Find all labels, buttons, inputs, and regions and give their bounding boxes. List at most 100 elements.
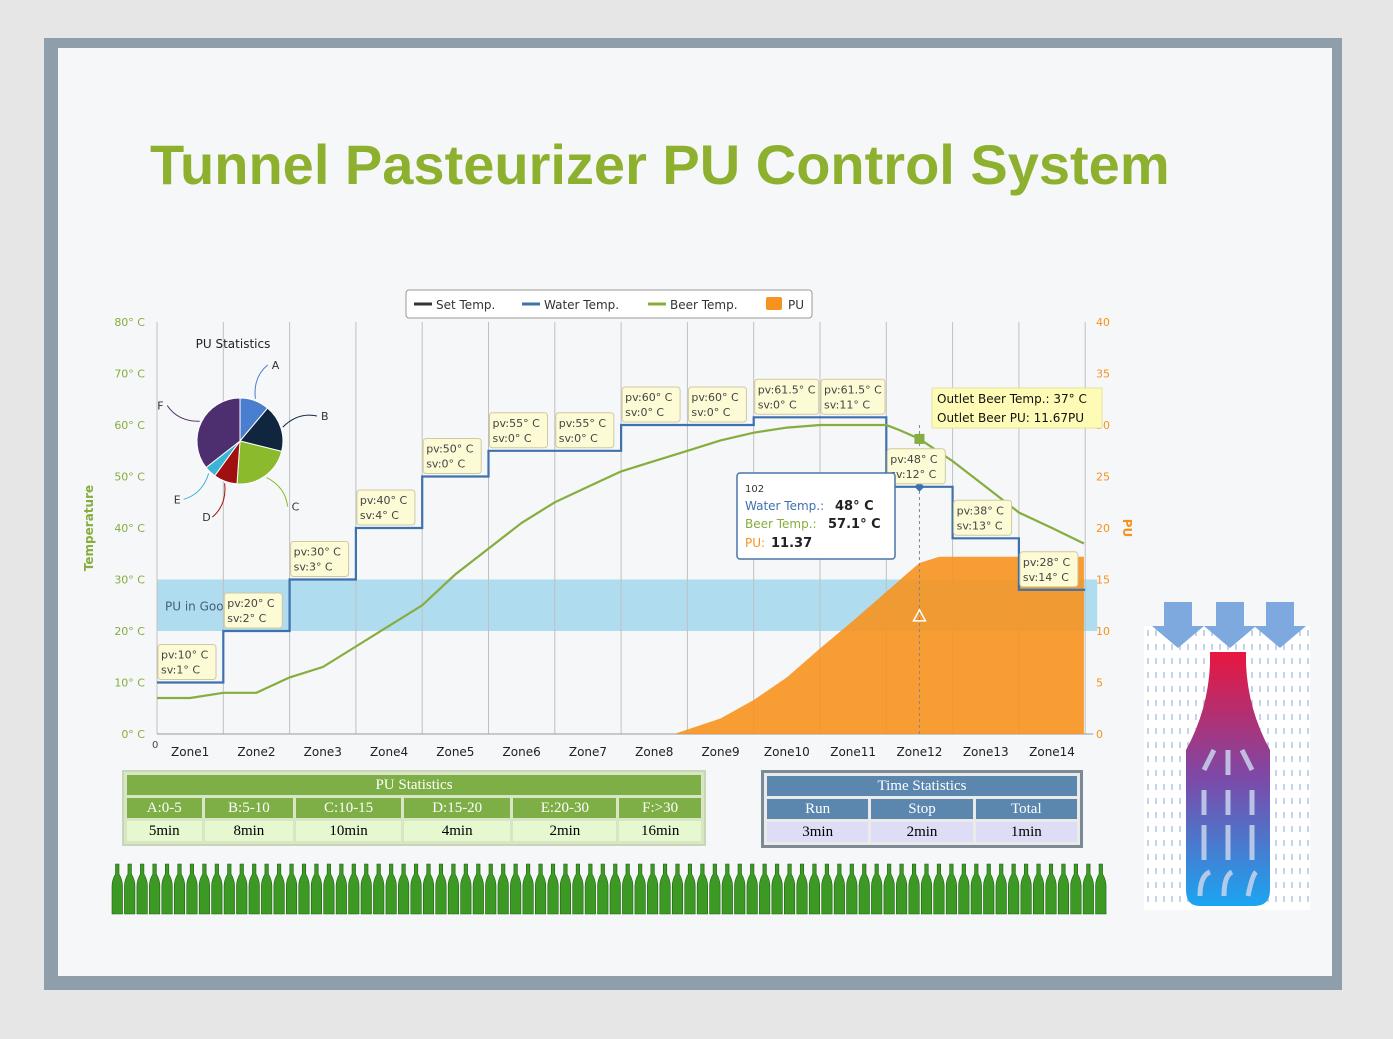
y-tick-label: 80° C	[114, 316, 145, 329]
tooltip-water-label: Water Temp.:	[745, 499, 824, 513]
x-tick-label: Zone7	[569, 745, 607, 759]
bottle-icon	[1057, 863, 1069, 915]
bottle-icon	[522, 863, 534, 915]
zone-sv-label: sv:3° C	[294, 561, 333, 574]
pu-stat-header: C:10-15	[296, 798, 401, 818]
y2-tick-label: 15	[1096, 574, 1110, 587]
bottle-icon	[995, 863, 1007, 915]
zone-pv-label: pv:10° C	[161, 649, 209, 662]
bottle-icon	[173, 863, 186, 915]
legend-label: Beer Temp.	[670, 298, 738, 312]
bottle-icon	[883, 863, 895, 915]
zone-label-box	[754, 378, 820, 415]
bottle-icon	[796, 863, 808, 915]
bottle-icon	[696, 863, 708, 915]
x-tick-label: Zone5	[436, 745, 474, 759]
bottle-icon	[1045, 863, 1057, 915]
bottle-icon	[647, 863, 659, 915]
y-tick-label: 50° C	[114, 471, 145, 484]
zone-label-box	[621, 386, 681, 423]
pu-area	[157, 556, 1084, 734]
bottle-icon	[410, 863, 422, 915]
bottle-icon	[385, 863, 397, 915]
pie-label: B	[321, 410, 329, 423]
y2-tick-label: 25	[1096, 471, 1110, 484]
time-stat-value: 3min	[767, 822, 869, 842]
x-tick-label: Zone13	[963, 745, 1009, 759]
bottle-icon	[958, 863, 970, 915]
pu-stat-value: 16min	[619, 821, 701, 841]
x-tick-label: Zone14	[1029, 745, 1075, 759]
bottle-icon	[721, 863, 733, 915]
x-tick-label: Zone11	[830, 745, 876, 759]
bottle-icon	[323, 863, 335, 915]
bottle-icon	[398, 863, 410, 915]
bottle-icon	[808, 863, 820, 915]
pu-stat-header: D:15-20	[403, 798, 511, 818]
beer-temp-marker	[914, 433, 925, 444]
bottle-icon	[634, 863, 646, 915]
bottle-icon	[945, 863, 957, 915]
pie-label: E	[174, 493, 181, 506]
bottle-icon	[709, 863, 721, 915]
zone-sv-label: sv:11° C	[824, 398, 870, 411]
bottle-icon	[223, 863, 235, 915]
down-arrows	[1152, 602, 1306, 648]
legend-label: Water Temp.	[544, 298, 619, 312]
y2-tick-label: 40	[1096, 316, 1110, 329]
zone-pv-label: pv:60° C	[625, 391, 673, 404]
pu-statistics-table: PU Statistics A:0-5 B:5-10 C:10-15 D:15-…	[122, 770, 706, 846]
x-tick-label: Zone12	[897, 745, 943, 759]
bottle-icon	[1020, 863, 1032, 915]
outlet-box	[931, 387, 1103, 429]
y2-tick-label: 10	[1096, 625, 1110, 638]
zone-label-box	[422, 438, 482, 474]
arrow-down-icon	[1254, 602, 1306, 648]
legend-label: Set Temp.	[436, 298, 495, 312]
zone-sv-label: sv:2° C	[227, 612, 266, 625]
bottle-icon	[1033, 863, 1045, 915]
y-tick-label: 10° C	[114, 677, 145, 690]
bottle-icon	[622, 863, 634, 915]
bottle-icon	[273, 863, 285, 915]
bottle-icon	[1070, 863, 1082, 915]
zone-sv-label: sv:13° C	[957, 519, 1003, 532]
bottle-icon	[846, 863, 858, 915]
pie-leader	[183, 473, 210, 500]
bottle-icon	[970, 863, 982, 915]
bottle-icon	[198, 863, 210, 915]
bottle-icon	[746, 863, 758, 915]
zone-pv-label: pv:40° C	[360, 494, 408, 507]
y2-tick-label: 35	[1096, 368, 1110, 381]
pu-stat-header: F:>30	[619, 798, 701, 818]
pie-leader	[282, 414, 318, 428]
bottle-icon	[348, 863, 360, 915]
bottle-icon	[373, 863, 385, 915]
x-tick-label: Zone2	[237, 745, 275, 759]
legend-box	[405, 289, 813, 319]
zone-label-box	[1019, 551, 1079, 588]
bottle-icon	[908, 863, 920, 915]
bottle-icon	[858, 863, 870, 915]
outlet-beer-temp: Outlet Beer Temp.: 37° C	[937, 392, 1087, 406]
zone-pv-label: pv:20° C	[227, 597, 275, 610]
bottle-icon	[310, 863, 322, 915]
x-tick-label: Zone3	[304, 745, 342, 759]
bottle-icon	[186, 863, 198, 915]
bottle-icon	[896, 863, 908, 915]
arrow-down-icon	[1152, 602, 1204, 648]
zone-pv-label: pv:61.5° C	[824, 383, 882, 396]
y-axis-label: Temperature	[82, 485, 96, 571]
pie-label: C	[292, 501, 300, 514]
water-temp-line	[157, 416, 1086, 684]
pie-slice	[239, 407, 284, 453]
zone-sv-label: sv:0° C	[559, 432, 598, 445]
bottle-icon	[124, 863, 136, 915]
outlet-beer-pu: Outlet Beer PU: 11.67PU	[937, 411, 1084, 425]
x-tick-label: Zone1	[171, 745, 209, 759]
bottle-icon	[149, 863, 161, 915]
bottle-icon	[472, 863, 484, 915]
pu-stat-header: E:20-30	[513, 798, 617, 818]
tooltip-pu-label: PU:	[745, 536, 765, 550]
